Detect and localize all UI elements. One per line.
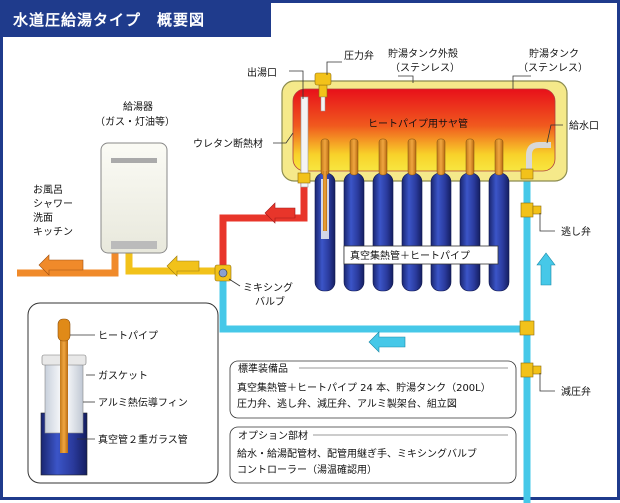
vacuum-tube-label-box: 真空集熱管＋ヒートパイプ — [343, 245, 499, 265]
use-item: 洗面 — [33, 212, 53, 224]
relief-valve-icon — [520, 202, 542, 218]
options-heading: オプション部材 — [238, 429, 308, 442]
mixing-valve-label-2: バルブ — [255, 295, 285, 308]
options-line-2: コントローラー（湯温確認用） — [237, 463, 377, 476]
vacuum-tube — [488, 172, 510, 292]
standard-line-1: 真空集熱管＋ヒートパイプ 24 本、貯湯タンク（200L） — [237, 381, 491, 394]
options-box: オプション部材 給水・給湯配管材、配管用継ぎ手、ミキシングバルブ コントローラー… — [229, 426, 517, 484]
inlet-label: 給水口 — [569, 119, 599, 132]
flow-arrow-left-icon — [166, 255, 200, 277]
urethan-label: ウレタン断熱材 — [193, 137, 263, 150]
outlet-fitting-icon — [297, 172, 311, 184]
mixing-valve-icon — [214, 264, 232, 282]
flow-arrow-left-icon — [368, 331, 406, 353]
heater-type-label: （ガス・灯油等） — [95, 115, 175, 128]
cutaway-heat-pipe-core — [323, 171, 327, 231]
heat-pipe-sleeve — [494, 138, 504, 176]
standard-heading: 標準装備品 — [238, 362, 288, 375]
heat-pipe-sleeve — [320, 138, 330, 176]
system-diagram: 出湯口 圧力弁 貯湯タンク外殻 （ステンレス） 貯湯タンク （ステンレス） 給水… — [17, 47, 599, 503]
hot-water-pipe — [219, 181, 308, 271]
vacuum-tube-label: 真空集熱管＋ヒートパイプ — [350, 249, 470, 262]
use-item: シャワー — [33, 199, 73, 210]
heat-pipe-sleeve — [465, 138, 475, 176]
vacuum-tube — [372, 172, 394, 292]
vacuum-tube — [459, 172, 481, 292]
tank-shell-material-label: （ステンレス） — [390, 62, 460, 74]
reducing-valve-icon — [520, 362, 542, 378]
hot-supply-pipe — [17, 251, 119, 277]
water-heater — [100, 142, 168, 254]
flow-arrow-up-icon — [536, 252, 556, 286]
pressure-valve-icon — [314, 72, 332, 112]
pressure-valve-label: 圧力弁 — [344, 49, 374, 62]
relief-valve-label: 逃し弁 — [561, 225, 591, 238]
inset-fin-label: アルミ熱伝導フィン — [98, 396, 188, 409]
use-item: お風呂 — [33, 184, 63, 196]
flow-arrow-left-icon — [264, 202, 296, 224]
heat-pipe-sleeve — [407, 138, 417, 176]
heat-pipe-sleeve — [349, 138, 359, 176]
cold-water-pipe — [219, 171, 531, 503]
page-title: 水道圧給湯タイプ 概要図 — [3, 3, 271, 37]
inlet-fitting-icon — [520, 168, 534, 180]
reducing-valve-label: 減圧弁 — [561, 385, 591, 398]
heat-pipe-sleeve-label: ヒートパイプ用サヤ管 — [368, 117, 468, 130]
tee-fitting-icon — [519, 320, 535, 336]
inset-tube-label: 真空管２重ガラス管 — [98, 433, 188, 446]
tube-detail-drawing — [40, 318, 88, 476]
inset-leader-lines — [70, 334, 95, 440]
leader-lines — [228, 61, 563, 392]
outlet-riser — [300, 96, 309, 188]
outlet-label: 出湯口 — [247, 66, 277, 79]
standard-line-2: 圧力弁、逃し弁、減圧弁、アルミ製架台、組立図 — [237, 397, 457, 410]
heater-label: 給湯器 — [123, 100, 153, 113]
tank-shell-label: 貯湯タンク外殻 — [388, 47, 458, 60]
tank-material-label: （ステンレス） — [518, 62, 588, 74]
vacuum-tube — [401, 172, 423, 292]
heat-pipe-sleeve — [436, 138, 446, 176]
storage-tank — [292, 88, 556, 172]
inlet-pipe — [526, 142, 551, 171]
flow-arrow-left-icon — [38, 254, 84, 276]
options-line-1: 給水・給湯配管材、配管用継ぎ手、ミキシングバルブ — [237, 447, 477, 460]
standard-equipment-box: 標準装備品 真空集熱管＋ヒートパイプ 24 本、貯湯タンク（200L） 圧力弁、… — [229, 360, 517, 419]
mixing-valve-label: ミキシング — [243, 281, 293, 294]
inset-heat-pipe-label: ヒートパイプ — [98, 330, 158, 342]
uses-list: お風呂 シャワー 洗面 キッチン — [33, 184, 73, 238]
tank-label: 貯湯タンク — [529, 47, 579, 60]
vacuum-tube — [343, 172, 365, 292]
heat-pipe-sleeve — [378, 138, 388, 176]
inset-gasket-label: ガスケット — [98, 370, 148, 382]
vacuum-tube — [430, 172, 452, 292]
use-item: キッチン — [33, 226, 73, 238]
